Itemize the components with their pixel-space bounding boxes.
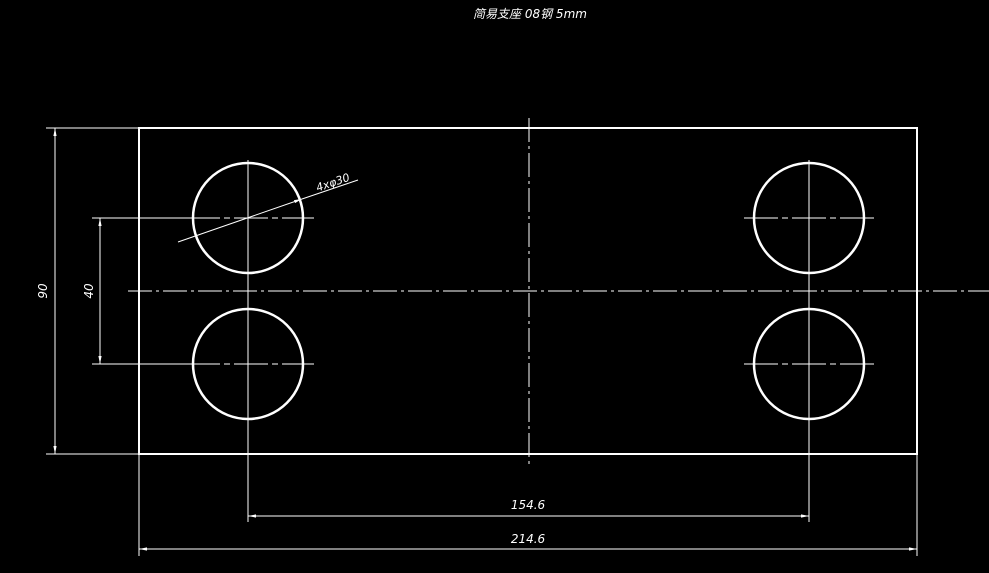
dim-text-overall-width: 214.6 [511,532,546,546]
leader-hole-shelf [301,179,359,200]
dim-text-vertical-spacing: 40 [82,283,96,299]
dim-text-horizontal-spacing: 154.6 [511,498,546,512]
drawing-title: 简易支座 08钢 5mm [473,7,587,21]
centerlines [128,118,989,468]
extension-lines [46,127,918,556]
dimension-lines [53,128,917,551]
dim-text-overall-height: 90 [36,283,50,299]
plate-outline [138,127,918,455]
dim-text-hole-callout: 4xφ30 [314,171,351,195]
leader-hole-diameter [177,198,303,243]
